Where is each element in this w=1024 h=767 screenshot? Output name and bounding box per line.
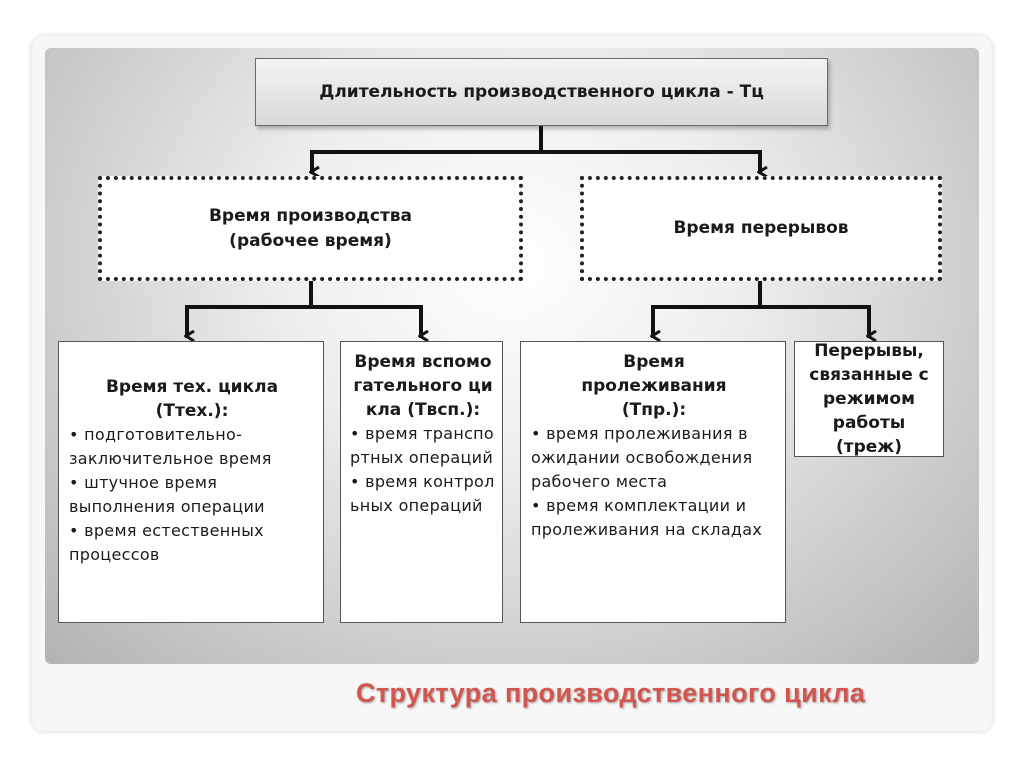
leaf-title: Время тех. цикла (Ттех.): [105, 377, 279, 421]
leaf-idle-time: Время пролеживания (Тпр.): • время проле… [520, 341, 786, 623]
branch-break-time: Время перерывов [580, 176, 942, 281]
leaf-item: • время комплектации и пролеживания на с… [531, 496, 763, 539]
leaf-item: • время естественных процессов [69, 521, 264, 564]
root-title: Длительность производственного цикла - Т… [319, 82, 764, 102]
leaf-title: Время пролеживания (Тпр.): [581, 352, 727, 420]
leaf-item: • штучное время выполнения операции [69, 473, 265, 516]
leaf-regime-breaks: Перерывы, связанные с режимом работы (тр… [794, 341, 944, 457]
leaf-item: • время транспортных операций [350, 424, 495, 467]
branch-title-line2: (рабочее время) [229, 230, 392, 251]
leaf-title: Перерывы, связанные с режимом работы (тр… [809, 341, 929, 457]
leaf-title: Время вспомогательного цикла (Твсп.): [353, 352, 493, 420]
leaf-auxiliary-cycle: Время вспомогательного цикла (Твсп.): • … [340, 341, 503, 623]
root-node: Длительность производственного цикла - Т… [255, 58, 828, 126]
branch-title-line1: Время перерывов [673, 218, 849, 238]
leaf-item: • время контрольных операций [350, 472, 495, 515]
leaf-item: • подготовительно-заключительное время [69, 425, 272, 468]
slide-caption: Структура производственного цикла [356, 678, 866, 708]
leaf-tech-cycle: Время тех. цикла (Ттех.): • подготовител… [58, 341, 324, 623]
leaf-item: • время пролеживания в ожидании освобожд… [531, 424, 753, 491]
branch-title-line1: Время производства [208, 205, 413, 226]
branch-production-time: Время производства (рабочее время) [98, 176, 523, 281]
